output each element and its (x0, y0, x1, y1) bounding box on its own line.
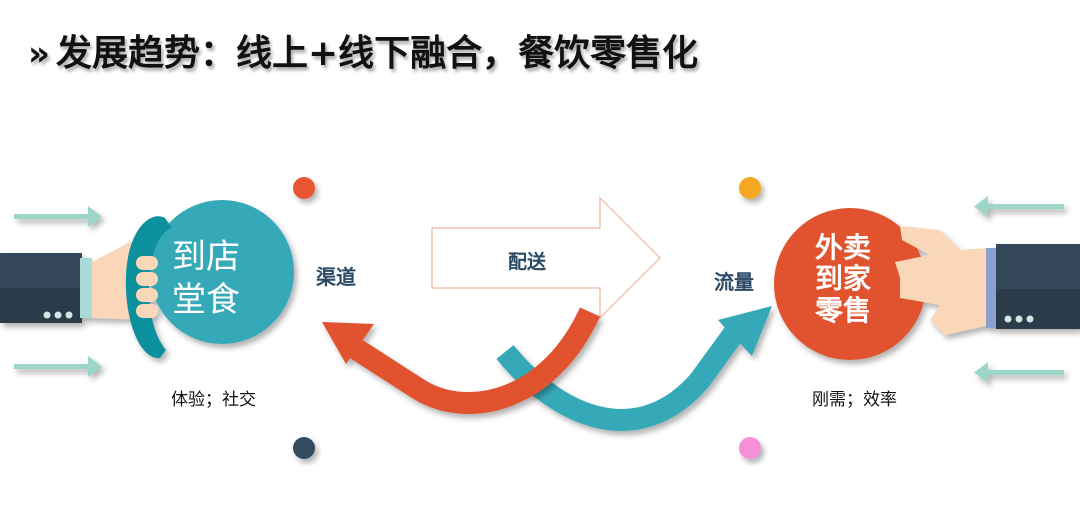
delivery-outline-arrow (431, 196, 662, 320)
decor-dot-dark (293, 437, 315, 459)
decor-dot-pink (739, 437, 761, 459)
left-circle-line: 堂食 (172, 279, 240, 320)
slide-title: »发展趋势：线上+线下融合，餐饮零售化 (28, 24, 698, 76)
right-circle-text: 外卖 到家 零售 (815, 232, 871, 326)
title-text: 发展趋势：线上+线下融合，餐饮零售化 (55, 33, 699, 74)
right-circle-line: 零售 (815, 293, 872, 327)
left-circle-line: 到店 (172, 237, 240, 277)
hand-holding-phone-illustration (0, 200, 294, 359)
traffic-label: 流量 (714, 270, 754, 294)
decor-dot-orange (293, 177, 315, 199)
right-circle-line: 外卖 (815, 231, 872, 264)
right-circle-line: 到家 (815, 262, 872, 296)
decor-dot-yellow (739, 177, 761, 199)
hand-pushing-illustration (774, 208, 1080, 360)
channel-curved-arrow (322, 307, 601, 414)
right-caption: 刚需；效率 (812, 390, 897, 410)
left-caption: 体验；社交 (171, 390, 256, 410)
delivery-label: 配送 (508, 251, 547, 273)
double-chevron-icon: » (28, 34, 50, 74)
left-circle-text: 到店 堂食 (172, 236, 240, 321)
incoming-arrows-left (14, 206, 102, 377)
channel-label: 渠道 (316, 265, 356, 289)
incoming-arrows-right (974, 196, 1064, 383)
